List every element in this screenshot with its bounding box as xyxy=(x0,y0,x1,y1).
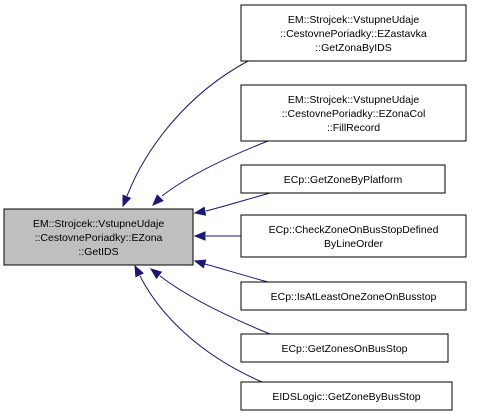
call-edge xyxy=(152,140,269,206)
call-edge xyxy=(193,259,269,283)
caller-node-label-line: EIDSLogic::GetZoneByBusStop xyxy=(272,391,420,403)
caller-node-label-line: ::CestovnePoriadky::EZonaCol xyxy=(282,108,426,120)
call-edge xyxy=(193,192,271,216)
edge-arrowhead xyxy=(193,259,207,269)
caller-node-label-line: ::GetZonaByIDS xyxy=(315,42,391,54)
caller-node-label-line: ::CestovnePoriadky::EZastavka xyxy=(280,28,427,40)
call-edges xyxy=(122,60,271,383)
caller-node[interactable]: ECp::GetZonesOnBusStop xyxy=(240,333,449,363)
edge-arrowhead xyxy=(134,264,144,278)
caller-node-label-line: ::FillRecord xyxy=(327,122,380,134)
edge-line xyxy=(161,140,269,197)
call-edge xyxy=(149,268,271,335)
caller-node-label-line: ByLineOrder xyxy=(324,238,383,250)
focus-node-box xyxy=(3,208,194,266)
call-edge xyxy=(134,264,263,383)
edge-arrowhead xyxy=(122,194,132,208)
caller-node-box xyxy=(240,84,467,142)
caller-node-box xyxy=(240,281,467,311)
call-edge xyxy=(122,60,249,208)
caller-node-label-line: ECp::GetZonesOnBusStop xyxy=(281,343,407,355)
edge-arrowhead xyxy=(152,194,164,206)
caller-node-box xyxy=(240,164,446,194)
edge-line xyxy=(205,192,271,212)
caller-node-label-line: ECp::IsAtLeastOneZoneOnBusstop xyxy=(271,291,437,303)
call-edge xyxy=(193,231,241,241)
edge-line xyxy=(126,60,249,197)
caller-node[interactable]: ECp::IsAtLeastOneZoneOnBusstop xyxy=(240,281,467,311)
focus-node[interactable]: EM::Strojcek::VstupneUdaje::CestovnePori… xyxy=(3,208,194,266)
caller-node[interactable]: EIDSLogic::GetZoneByBusStop xyxy=(240,381,453,411)
caller-node[interactable]: EM::Strojcek::VstupneUdaje::CestovnePori… xyxy=(240,84,467,142)
edge-arrowhead xyxy=(149,268,163,280)
caller-node-box xyxy=(240,381,453,411)
graph-nodes: EM::Strojcek::VstupneUdaje::CestovnePori… xyxy=(3,4,467,411)
focus-node-label-line: ::CestovnePoriadky::EZona xyxy=(35,232,163,244)
edge-line xyxy=(139,275,263,383)
caller-node-box xyxy=(240,333,449,363)
edge-arrowhead xyxy=(193,206,207,216)
caller-node-box xyxy=(240,214,467,258)
caller-node-label-line: ECp::GetZoneByPlatform xyxy=(284,174,403,186)
caller-node-label-line: EM::Strojcek::VstupneUdaje xyxy=(288,14,419,26)
edge-line xyxy=(159,275,271,335)
edge-line xyxy=(204,263,269,283)
focus-node-label-line: ::GetIDS xyxy=(78,246,118,258)
caller-node[interactable]: EM::Strojcek::VstupneUdaje::CestovnePori… xyxy=(240,4,467,62)
caller-node[interactable]: ECp::GetZoneByPlatform xyxy=(240,164,446,194)
caller-node-label-line: ECp::CheckZoneOnBusStopDefined xyxy=(269,224,439,236)
caller-node-label-line: EM::Strojcek::VstupneUdaje xyxy=(288,94,419,106)
caller-node-box xyxy=(240,4,467,62)
focus-node-label-line: EM::Strojcek::VstupneUdaje xyxy=(33,218,164,230)
caller-node[interactable]: ECp::CheckZoneOnBusStopDefinedByLineOrde… xyxy=(240,214,467,258)
edge-arrowhead xyxy=(193,231,206,241)
